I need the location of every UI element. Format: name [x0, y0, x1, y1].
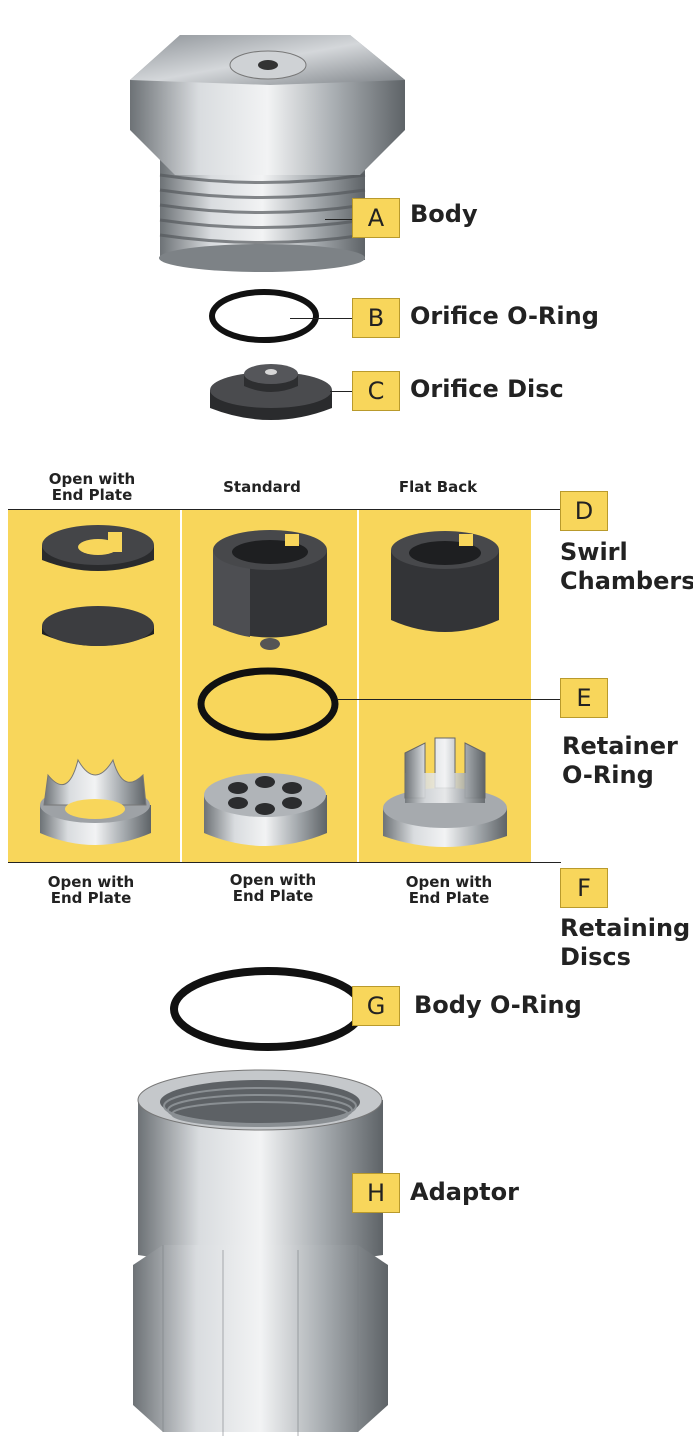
standard-retaining-disc-image	[204, 773, 327, 846]
label-orifice-o-ring: Orifice O-Ring	[410, 302, 599, 330]
letter-box-g: G	[352, 986, 400, 1026]
letter-box-h: H	[352, 1173, 400, 1213]
column-label-bottom-1-line1: Open with	[47, 873, 135, 891]
column-label-bottom-3: Open with End Plate	[388, 874, 510, 906]
body-nozzle-image	[130, 35, 405, 272]
body-o-ring-image	[170, 967, 366, 1051]
label-swirl-chambers-line2: Chambers	[560, 567, 693, 595]
adaptor-image	[133, 1069, 388, 1436]
column-label-bottom-3-line2: End Plate	[408, 889, 490, 907]
end-plate-disc-image	[42, 606, 154, 646]
column-label-bottom-2-line1: Open with	[229, 871, 317, 889]
panel-divider-2	[357, 510, 359, 862]
open-end-plate-swirl-ring-image	[42, 525, 154, 571]
letter-box-e: E	[560, 678, 608, 718]
column-label-bottom-2-line2: End Plate	[232, 887, 314, 905]
letter-box-d: D	[560, 491, 608, 531]
column-label-flat-back: Flat Back	[398, 478, 478, 496]
label-retainer-o-ring-line2: O-Ring	[562, 761, 654, 789]
column-label-bottom-1-line2: End Plate	[50, 889, 132, 907]
label-orifice-disc: Orifice Disc	[410, 375, 564, 403]
leader-line-e	[338, 699, 561, 700]
column-label-standard: Standard	[223, 478, 301, 496]
leader-line-a	[325, 219, 353, 220]
retainer-o-ring-image	[197, 667, 339, 741]
orifice-o-ring-image	[209, 289, 319, 343]
label-retaining-discs-line2: Discs	[560, 943, 631, 971]
label-body: Body	[410, 200, 478, 228]
leader-line-b	[290, 318, 353, 319]
open-retaining-disc-image-1	[40, 758, 151, 845]
label-swirl-chambers-line1: Swirl	[560, 538, 628, 566]
column-label-top-1-line2: End Plate	[51, 486, 133, 504]
panel-bottom-line	[8, 862, 561, 863]
panel-divider-1	[180, 510, 182, 862]
label-retaining-discs: Retaining Discs	[560, 914, 690, 972]
label-swirl-chambers: Swirl Chambers	[560, 538, 693, 596]
label-body-o-ring: Body O-Ring	[414, 991, 582, 1019]
letter-box-f: F	[560, 868, 608, 908]
label-retainer-o-ring-line1: Retainer	[562, 732, 678, 760]
letter-box-b: B	[352, 298, 400, 338]
open-retaining-disc-image-3	[383, 737, 507, 847]
flat-back-swirl-chamber-image	[391, 531, 499, 632]
column-label-top-1-line1: Open with	[48, 470, 136, 488]
letter-box-a: A	[352, 198, 400, 238]
standard-swirl-chamber-image	[213, 530, 327, 650]
column-label-bottom-2: Open with End Plate	[212, 872, 334, 904]
column-label-bottom-1: Open with End Plate	[30, 874, 152, 906]
column-label-open-with-end-plate-top: Open with End Plate	[32, 471, 152, 503]
label-retaining-discs-line1: Retaining	[560, 914, 691, 942]
label-adaptor: Adaptor	[410, 1178, 519, 1206]
panel-top-line	[8, 509, 561, 510]
leader-line-c	[330, 391, 353, 392]
orifice-disc-image	[210, 364, 332, 420]
column-label-bottom-3-line1: Open with	[405, 873, 493, 891]
label-retainer-o-ring: Retainer O-Ring	[562, 732, 678, 790]
letter-box-c: C	[352, 371, 400, 411]
